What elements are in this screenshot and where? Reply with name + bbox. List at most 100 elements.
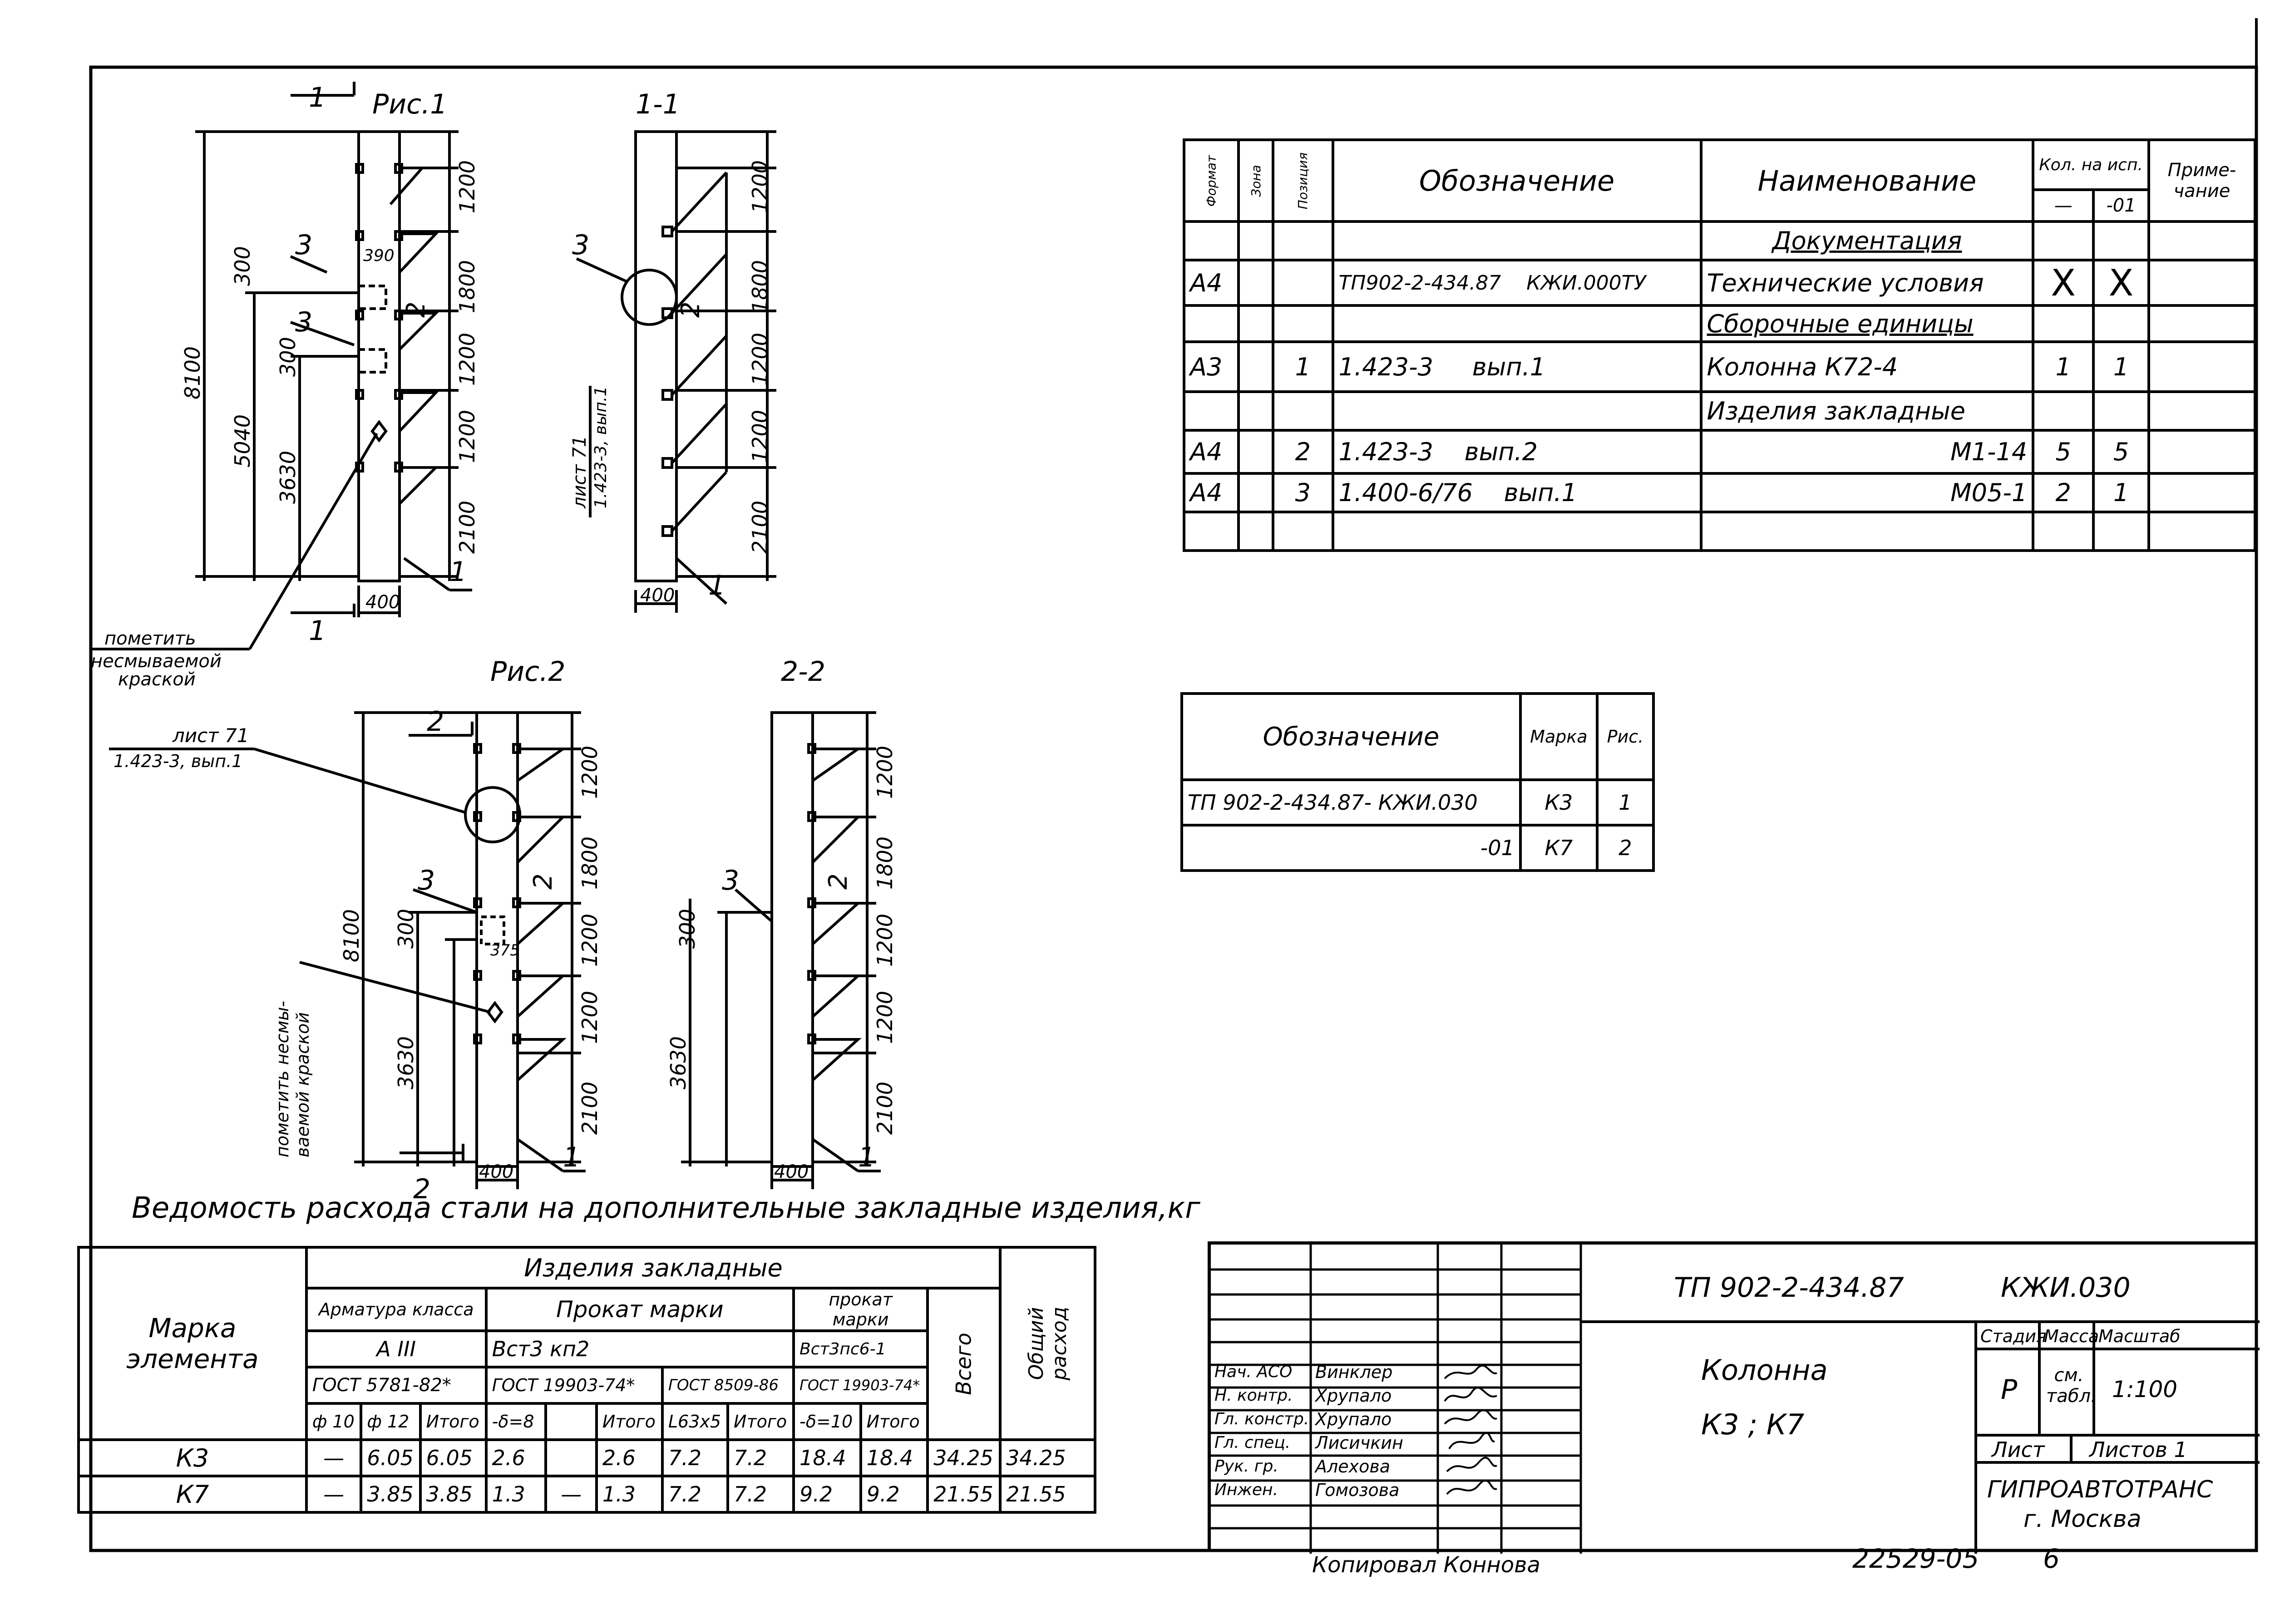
mass-value: см. табл.: [2046, 1365, 2097, 1407]
spec-row: А3 1 1.423-3 вып.1 Колонна К72-4 1 1: [1183, 340, 2257, 393]
svg-text:1800: 1800: [748, 260, 772, 313]
fig2-title: Рис.2: [490, 656, 565, 688]
spec-table: Формат Зона Позиция Обозначение Наименов…: [1183, 138, 2257, 552]
spec-row: Документация: [1183, 220, 2257, 261]
personnel-roles: Нач. АСО Н. контр. Гл. констр. Гл. спец.…: [1214, 1363, 1309, 1499]
section1-column: [634, 130, 678, 582]
svg-text:2: 2: [528, 873, 558, 890]
svg-text:1.423-3, вып.1: 1.423-3, вып.1: [114, 751, 242, 771]
organization-city: г. Москва: [2023, 1506, 2142, 1533]
column-drawings: Рис.1 1-1 Рис.2 2-2 1 1 2 2 3 3 1 3 1 3 …: [91, 82, 897, 1205]
svg-text:1200: 1200: [873, 914, 897, 967]
svg-text:3: 3: [572, 229, 589, 261]
svg-text:несмываемой: несмываемой: [91, 651, 222, 672]
steel-table: Марка элемента Изделия закладные Общий р…: [77, 1246, 1096, 1514]
title-block: Нач. АСО Н. контр. Гл. констр. Гл. спец.…: [1208, 1241, 2260, 1554]
svg-text:2: 2: [427, 706, 444, 738]
archive-number: 22529-05: [1852, 1543, 1979, 1574]
svg-text:300: 300: [230, 246, 255, 286]
spec-row: А4 3 1.400-6/76 вып.1 М05-1 2 1: [1183, 472, 2257, 513]
svg-text:краской: краской: [118, 669, 196, 690]
fig2-column: [475, 711, 519, 1168]
title-grid: [1581, 1320, 2260, 1554]
svg-text:1.423-3, вып.1: 1.423-3, вып.1: [592, 386, 610, 508]
steel-table-title: Ведомость расхода стали на дополнительны…: [132, 1191, 1200, 1225]
svg-text:400: 400: [365, 592, 400, 613]
section2-title: 2-2: [781, 656, 825, 688]
svg-text:1200: 1200: [748, 410, 772, 463]
svg-text:400: 400: [479, 1161, 513, 1182]
spec-header-qty: Кол. на исп.: [2032, 138, 2150, 191]
spec-row: А4 2 1.423-3 вып.2 М1-14 5 5: [1183, 429, 2257, 475]
mark-table: Обозначение Марка Рис. ТП 902-2-434.87- …: [1180, 692, 1655, 872]
svg-text:лист 71: лист 71: [172, 724, 249, 747]
svg-text:1800: 1800: [455, 260, 479, 313]
svg-text:1200: 1200: [577, 991, 602, 1044]
svg-text:1800: 1800: [577, 837, 602, 890]
svg-text:1: 1: [449, 556, 467, 588]
svg-text:400: 400: [774, 1161, 809, 1182]
spec-row: А4 ТП902-2-434.87 КЖИ.000ТУ Технические …: [1183, 259, 2257, 307]
svg-text:1200: 1200: [455, 410, 479, 463]
doc-suffix: КЖИ.030: [2001, 1272, 2131, 1304]
svg-text:2100: 2100: [873, 1082, 897, 1135]
svg-text:375: 375: [490, 941, 520, 960]
svg-text:1200: 1200: [873, 991, 897, 1044]
copied-by: Копировал Коннова: [1312, 1552, 1540, 1578]
scale-value: 1:100: [2112, 1376, 2178, 1403]
steel-header-mark: Марка элемента: [77, 1246, 308, 1441]
svg-text:300: 300: [276, 337, 300, 377]
drawing-name: Колонна: [1701, 1353, 1828, 1387]
svg-text:ваемой краской: ваемой краской: [293, 1012, 313, 1157]
spec-header-designation: Обозначение: [1331, 138, 1702, 223]
svg-text:400: 400: [640, 585, 675, 606]
svg-text:пометить: пометить: [104, 628, 196, 649]
svg-text:3: 3: [295, 306, 312, 338]
svg-text:1: 1: [563, 1142, 580, 1173]
svg-text:1: 1: [309, 82, 326, 113]
svg-text:3: 3: [418, 865, 435, 896]
svg-text:1200: 1200: [455, 160, 479, 213]
svg-text:1800: 1800: [873, 837, 897, 890]
svg-text:2: 2: [824, 873, 853, 890]
spec-header-zone: Зона: [1248, 164, 1263, 197]
section2-column: [770, 711, 814, 1168]
svg-text:1: 1: [858, 1142, 875, 1173]
archive-sheet: 6: [2043, 1543, 2060, 1574]
svg-text:8100: 8100: [339, 909, 364, 962]
svg-text:1: 1: [309, 615, 326, 647]
svg-text:1200: 1200: [748, 333, 772, 386]
svg-text:3630: 3630: [276, 451, 300, 504]
svg-text:1200: 1200: [748, 160, 772, 213]
spec-row: [1183, 511, 2257, 552]
personnel-grid: [1211, 1245, 1582, 1554]
svg-text:2: 2: [401, 301, 431, 318]
svg-text:1: 1: [708, 570, 725, 601]
svg-text:300: 300: [675, 909, 700, 949]
spec-row: Сборочные единицы: [1183, 304, 2257, 343]
svg-text:1200: 1200: [873, 746, 897, 799]
svg-text:1200: 1200: [577, 746, 602, 799]
svg-text:2100: 2100: [748, 501, 772, 554]
svg-text:2100: 2100: [577, 1082, 602, 1135]
fig1-title: Рис.1: [372, 89, 447, 120]
spec-header-note: Приме-чание: [2147, 138, 2257, 223]
doc-code: ТП 902-2-434.87: [1674, 1272, 1904, 1304]
svg-text:2: 2: [413, 1173, 430, 1205]
svg-text:2100: 2100: [455, 501, 479, 554]
svg-text:2: 2: [676, 301, 706, 318]
svg-text:3: 3: [722, 865, 739, 896]
svg-text:лист 71: лист 71: [569, 436, 590, 509]
svg-text:1200: 1200: [577, 914, 602, 967]
stage-value: Р: [2001, 1374, 2018, 1406]
svg-text:3630: 3630: [666, 1036, 691, 1089]
svg-text:300: 300: [394, 909, 418, 949]
svg-text:5040: 5040: [230, 414, 255, 468]
organization: ГИПРОАВТОТРАНС: [1987, 1476, 2213, 1503]
spec-header-format: Формат: [1204, 155, 1219, 207]
section1-title: 1-1: [636, 89, 680, 120]
svg-text:3630: 3630: [394, 1036, 418, 1089]
drawing-marks: К3 ; К7: [1701, 1408, 1805, 1441]
